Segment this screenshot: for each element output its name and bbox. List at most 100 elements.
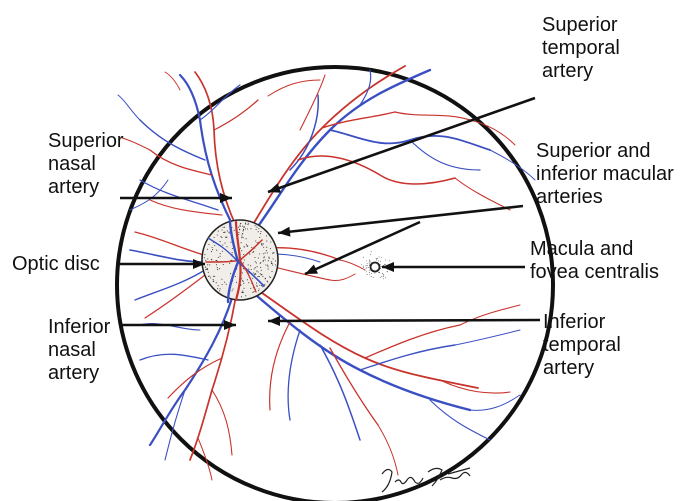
macula-stipple-dot bbox=[377, 258, 378, 259]
disc-stipple-dot bbox=[260, 262, 261, 263]
disc-stipple-dot bbox=[270, 277, 271, 278]
disc-stipple-dot bbox=[262, 286, 263, 287]
disc-stipple-dot bbox=[272, 264, 273, 265]
macula-stipple-dot bbox=[373, 277, 374, 278]
disc-stipple-dot bbox=[262, 245, 263, 246]
disc-stipple-dot bbox=[271, 261, 272, 262]
macula-stipple-dot bbox=[379, 272, 380, 273]
macula-stipple-dot bbox=[382, 273, 383, 274]
disc-stipple-dot bbox=[260, 267, 261, 268]
fovea-centralis-mark bbox=[371, 263, 380, 272]
disc-stipple-dot bbox=[260, 273, 261, 274]
disc-stipple-dot bbox=[207, 258, 208, 259]
macula-stipple-dot bbox=[367, 274, 368, 275]
disc-stipple-dot bbox=[243, 268, 244, 269]
disc-stipple-dot bbox=[218, 285, 219, 286]
disc-stipple-dot bbox=[268, 269, 269, 270]
disc-stipple-dot bbox=[224, 232, 225, 233]
disc-stipple-dot bbox=[216, 264, 217, 265]
macula-stipple-dot bbox=[366, 260, 367, 261]
disc-stipple-dot bbox=[221, 279, 222, 280]
disc-stipple-dot bbox=[204, 254, 205, 255]
disc-stipple-dot bbox=[254, 268, 255, 269]
macula-stipple-dot bbox=[387, 271, 388, 272]
disc-stipple-dot bbox=[248, 264, 249, 265]
label-optic-disc: Optic disc bbox=[12, 253, 100, 276]
disc-stipple-dot bbox=[255, 225, 256, 226]
disc-stipple-dot bbox=[270, 248, 271, 249]
disc-stipple-dot bbox=[241, 250, 242, 251]
disc-stipple-dot bbox=[271, 271, 272, 272]
disc-stipple-dot bbox=[256, 229, 257, 230]
disc-stipple-dot bbox=[252, 292, 253, 293]
macula-stipple-dot bbox=[363, 257, 364, 258]
macula-stipple-dot bbox=[366, 265, 367, 266]
label-superior-temporal-artery: Superior temporal artery bbox=[542, 14, 620, 83]
disc-stipple-dot bbox=[261, 270, 262, 271]
macula-stipple-dot bbox=[361, 264, 362, 265]
disc-stipple-dot bbox=[264, 256, 265, 257]
macula-stipple-dot bbox=[369, 263, 370, 264]
disc-stipple-dot bbox=[245, 228, 246, 229]
disc-stipple-dot bbox=[241, 296, 242, 297]
disc-stipple-dot bbox=[232, 290, 233, 291]
disc-stipple-dot bbox=[258, 290, 259, 291]
disc-stipple-dot bbox=[241, 242, 242, 243]
disc-stipple-dot bbox=[242, 230, 243, 231]
disc-stipple-dot bbox=[211, 259, 212, 260]
disc-stipple-dot bbox=[259, 288, 260, 289]
disc-stipple-dot bbox=[219, 290, 220, 291]
macula-stipple-dot bbox=[361, 267, 362, 268]
disc-stipple-dot bbox=[222, 251, 223, 252]
disc-stipple-dot bbox=[267, 252, 268, 253]
disc-stipple-dot bbox=[208, 276, 209, 277]
disc-stipple-dot bbox=[229, 263, 230, 264]
macula-stipple-dot bbox=[363, 267, 364, 268]
disc-stipple-dot bbox=[247, 228, 248, 229]
disc-stipple-dot bbox=[269, 258, 270, 259]
disc-stipple-dot bbox=[213, 281, 214, 282]
disc-stipple-dot bbox=[240, 248, 241, 249]
disc-stipple-dot bbox=[260, 231, 261, 232]
disc-stipple-dot bbox=[220, 256, 221, 257]
disc-stipple-dot bbox=[266, 247, 267, 248]
disc-stipple-dot bbox=[227, 230, 228, 231]
disc-stipple-dot bbox=[243, 262, 244, 263]
disc-stipple-dot bbox=[224, 227, 225, 228]
disc-stipple-dot bbox=[220, 241, 221, 242]
disc-stipple-dot bbox=[246, 238, 247, 239]
disc-stipple-dot bbox=[217, 288, 218, 289]
label-inferior-nasal-artery: Inferior nasal artery bbox=[48, 316, 110, 385]
disc-stipple-dot bbox=[240, 226, 241, 227]
disc-stipple-dot bbox=[251, 247, 252, 248]
disc-stipple-dot bbox=[250, 265, 251, 266]
label-inferior-temporal-artery: Inferior temporal artery bbox=[543, 311, 621, 380]
macula-stipple-dot bbox=[370, 254, 371, 255]
disc-stipple-dot bbox=[257, 266, 258, 267]
disc-stipple-dot bbox=[242, 290, 243, 291]
disc-stipple-dot bbox=[256, 285, 257, 286]
disc-stipple-dot bbox=[268, 260, 269, 261]
disc-stipple-dot bbox=[250, 228, 251, 229]
disc-stipple-dot bbox=[264, 253, 265, 254]
macula-stipple-dot bbox=[366, 268, 367, 269]
disc-stipple-dot bbox=[258, 228, 259, 229]
disc-stipple-dot bbox=[255, 267, 256, 268]
macula-stipple-dot bbox=[381, 276, 382, 277]
disc-stipple-dot bbox=[247, 245, 248, 246]
disc-stipple-dot bbox=[243, 281, 244, 282]
disc-stipple-dot bbox=[217, 267, 218, 268]
disc-stipple-dot bbox=[222, 229, 223, 230]
disc-stipple-dot bbox=[264, 284, 265, 285]
disc-stipple-dot bbox=[263, 243, 264, 244]
disc-stipple-dot bbox=[261, 274, 262, 275]
macula-stipple-dot bbox=[365, 270, 366, 271]
macula-stipple-dot bbox=[380, 277, 381, 278]
disc-stipple-dot bbox=[248, 282, 249, 283]
disc-stipple-dot bbox=[242, 233, 243, 234]
macula-stipple-dot bbox=[367, 265, 368, 266]
disc-stipple-dot bbox=[243, 292, 244, 293]
macula-stipple-dot bbox=[383, 278, 384, 279]
disc-stipple-dot bbox=[273, 258, 274, 259]
disc-stipple-dot bbox=[214, 245, 215, 246]
